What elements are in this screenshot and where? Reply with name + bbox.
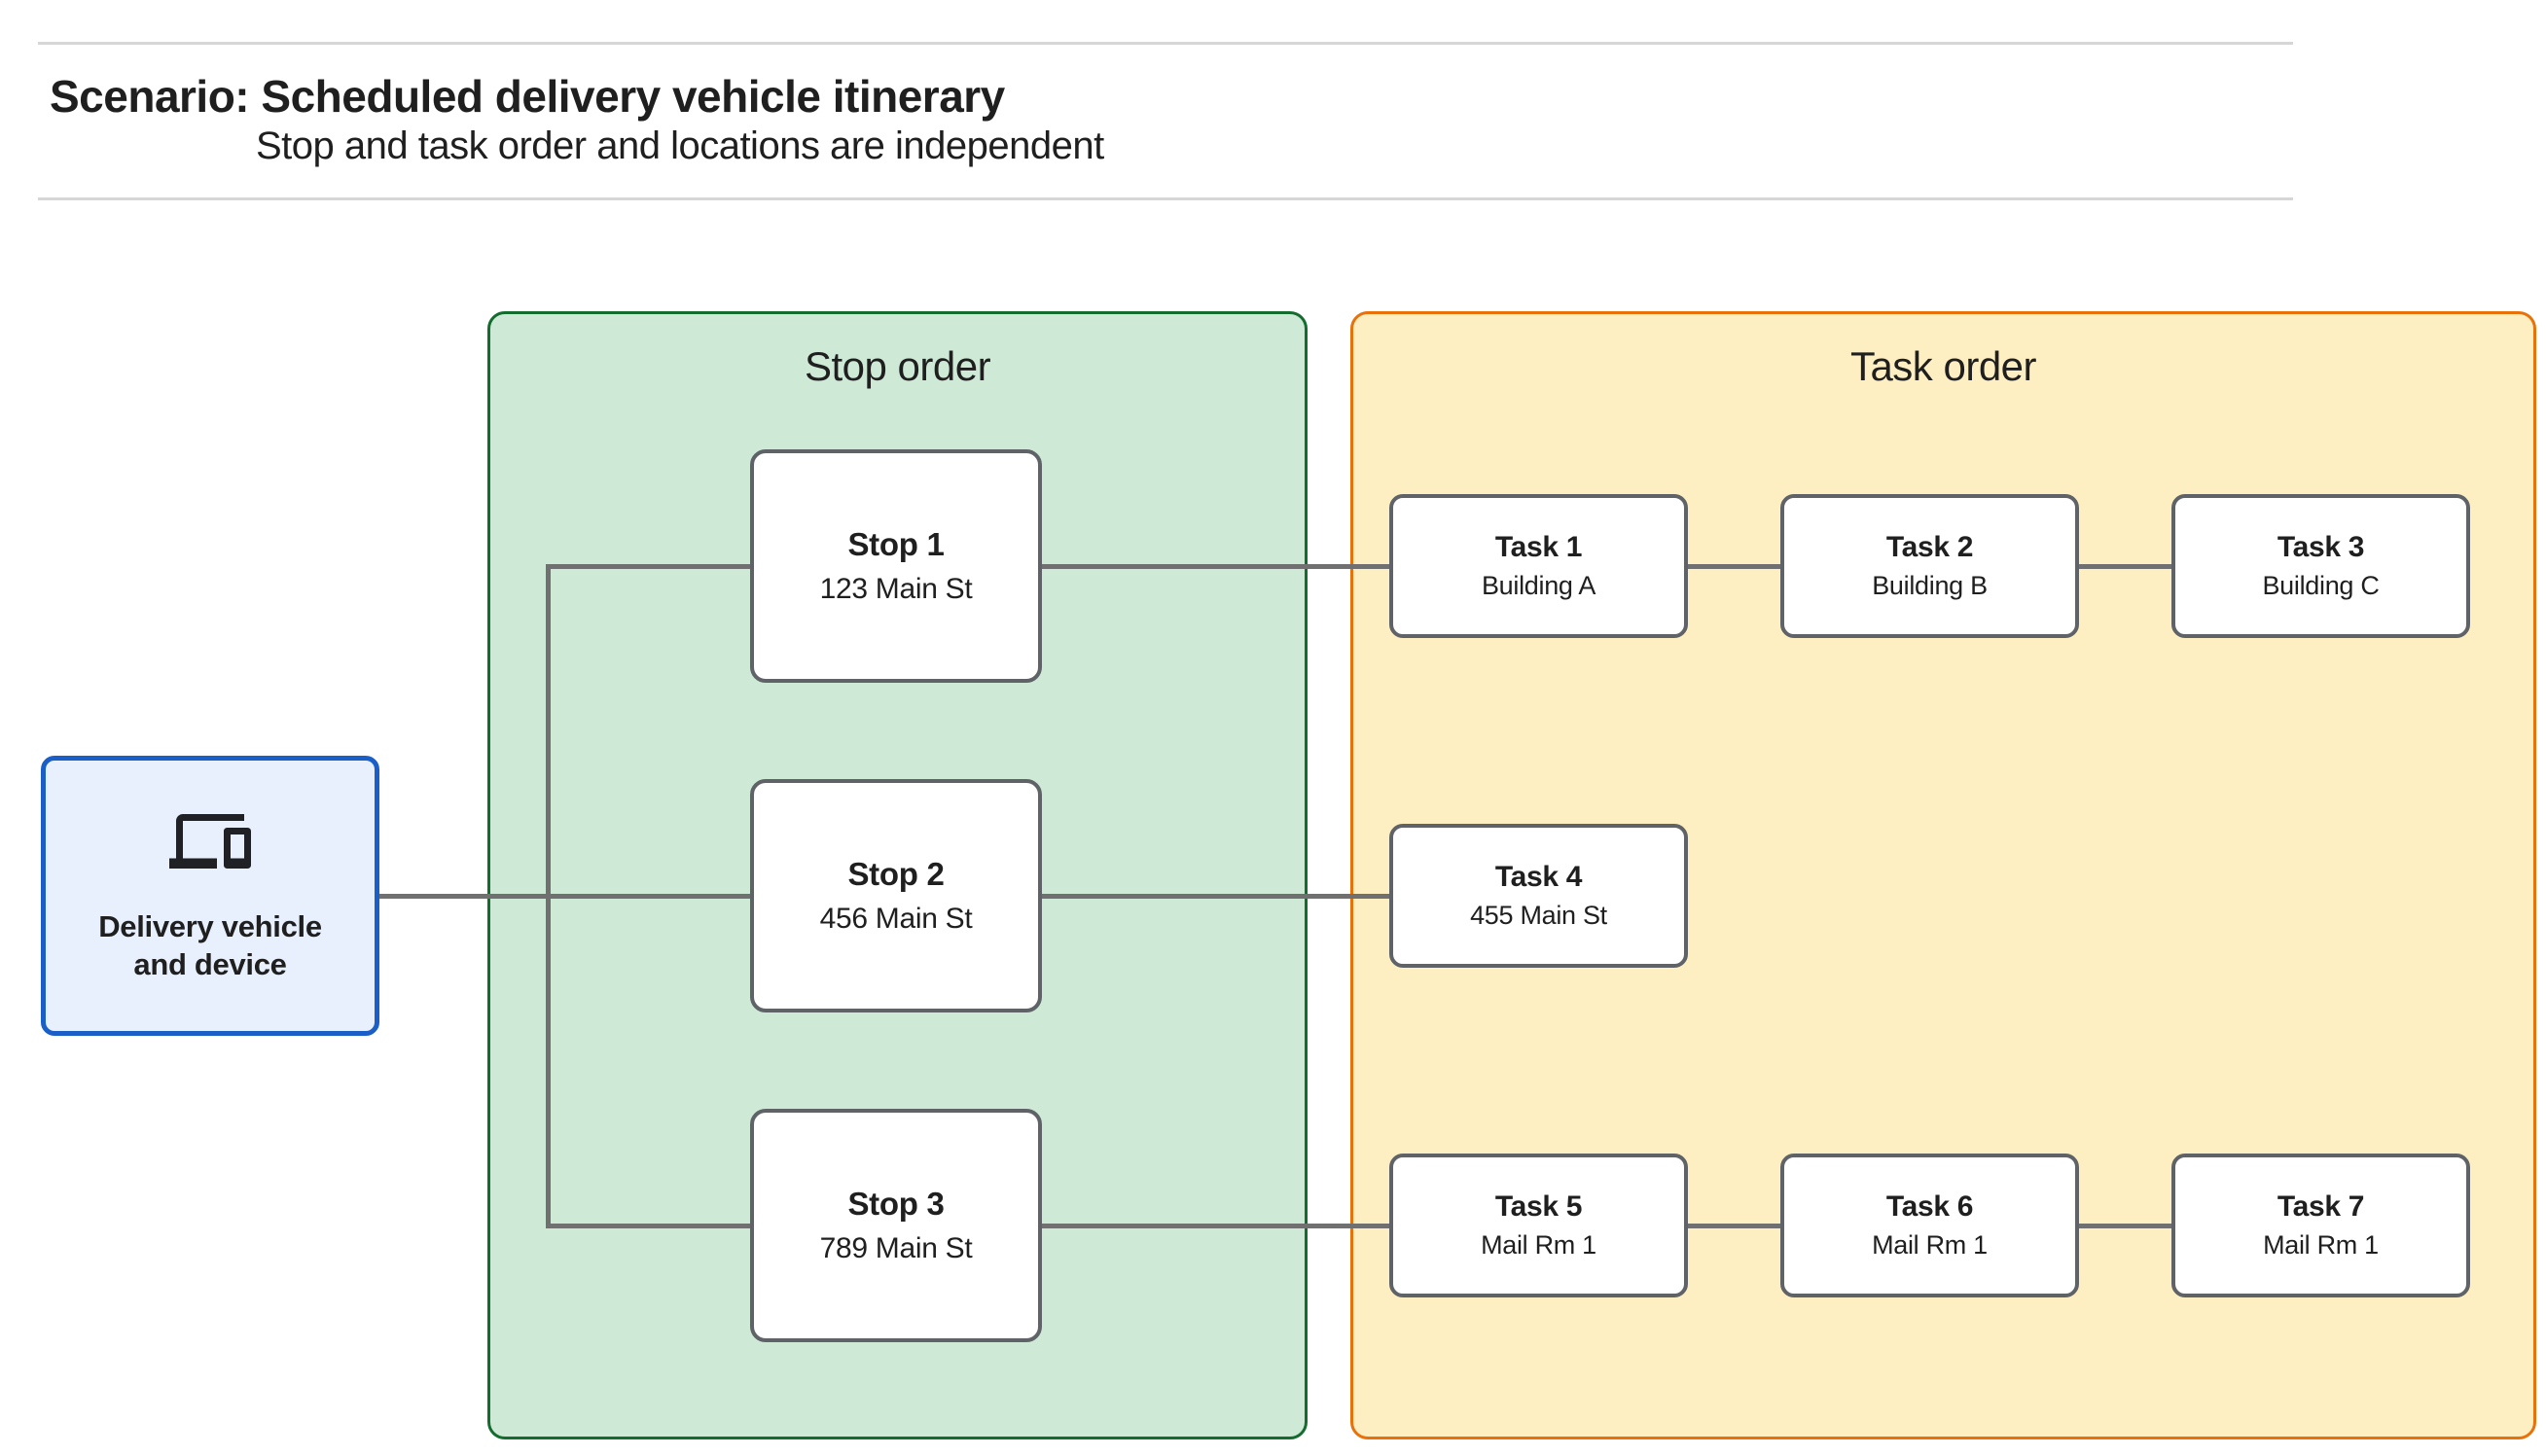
task-3-node: Task 3 Building C	[2171, 494, 2470, 638]
task-1-location: Building A	[1481, 571, 1596, 600]
connector-task1-to-task2	[1688, 564, 1780, 569]
task-7-node: Task 7 Mail Rm 1	[2171, 1154, 2470, 1297]
task-4-location: 455 Main St	[1470, 901, 1607, 930]
task-1-node: Task 1 Building A	[1389, 494, 1688, 638]
task-4-name: Task 4	[1494, 861, 1583, 893]
connector-task5-to-task6	[1688, 1224, 1780, 1228]
stop-1-address: 123 Main St	[819, 573, 973, 605]
task-2-location: Building B	[1872, 571, 1988, 600]
task-1-name: Task 1	[1494, 531, 1583, 563]
task-6-location: Mail Rm 1	[1872, 1230, 1988, 1260]
task-5-name: Task 5	[1494, 1190, 1583, 1223]
stop-order-panel-title: Stop order	[804, 343, 991, 389]
task-2-node: Task 2 Building B	[1780, 494, 2079, 638]
stop-2-name: Stop 2	[847, 856, 945, 892]
connector-branch-to-stop1	[546, 564, 750, 569]
task-6-node: Task 6 Mail Rm 1	[1780, 1154, 2079, 1297]
connector-branch-to-stop3	[546, 1224, 750, 1228]
task-2-name: Task 2	[1885, 531, 1974, 563]
stop-3-address: 789 Main St	[819, 1232, 973, 1264]
connector-task2-to-task3	[2079, 564, 2171, 569]
header-divider-bottom	[38, 197, 2293, 200]
task-7-location: Mail Rm 1	[2263, 1230, 2379, 1260]
task-order-panel-title: Task order	[1849, 343, 2037, 389]
stop-3-name: Stop 3	[847, 1186, 945, 1222]
task-7-name: Task 7	[2277, 1190, 2365, 1223]
connector-task6-to-task7	[2079, 1224, 2171, 1228]
task-4-node: Task 4 455 Main St	[1389, 824, 1688, 968]
connector-stop2-to-task4	[1042, 894, 1389, 899]
page-subtitle: Stop and task order and locations are in…	[256, 124, 1104, 167]
stop-3-node: Stop 3 789 Main St	[750, 1109, 1042, 1342]
stop-2-address: 456 Main St	[819, 903, 973, 935]
connector-stop3-to-task5	[1042, 1224, 1389, 1228]
stop-1-name: Stop 1	[847, 526, 945, 562]
stop-1-node: Stop 1 123 Main St	[750, 449, 1042, 683]
header-divider-top	[38, 42, 2293, 45]
delivery-vehicle-node: Delivery vehicle and device	[41, 756, 379, 1036]
connector-source-to-stop2	[379, 894, 755, 899]
task-3-name: Task 3	[2277, 531, 2365, 563]
page-title: Scenario: Scheduled delivery vehicle iti…	[50, 71, 1005, 122]
stop-2-node: Stop 2 456 Main St	[750, 779, 1042, 1012]
task-3-location: Building C	[2262, 571, 2380, 600]
connector-branch-vertical	[546, 564, 551, 1228]
task-6-name: Task 6	[1885, 1190, 1974, 1223]
connector-stop1-to-task1	[1042, 564, 1389, 569]
devices-icon	[169, 813, 251, 869]
task-5-node: Task 5 Mail Rm 1	[1389, 1154, 1688, 1297]
task-5-location: Mail Rm 1	[1481, 1230, 1596, 1260]
delivery-vehicle-label: Delivery vehicle and device	[98, 908, 322, 981]
